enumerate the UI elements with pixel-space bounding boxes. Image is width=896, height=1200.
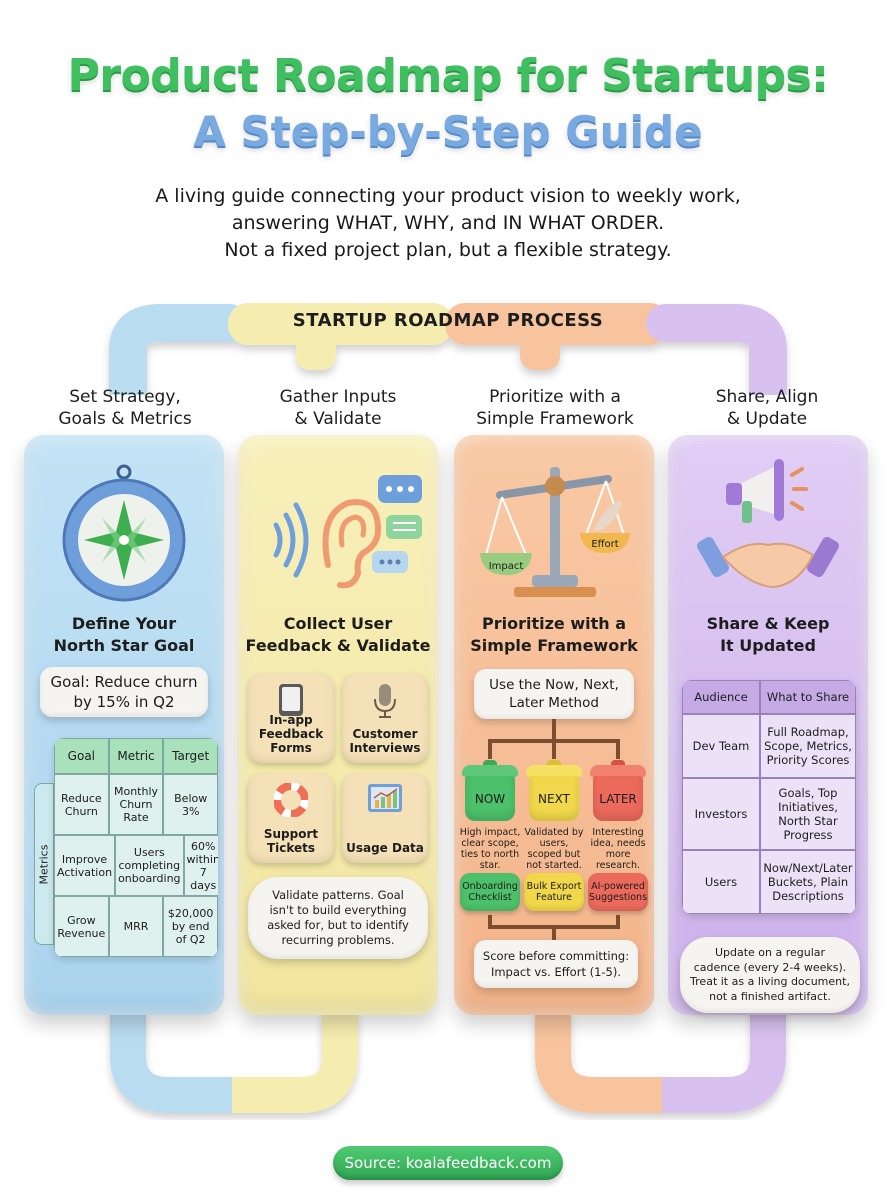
bucket-desc: Interesting idea, needs more research. bbox=[590, 827, 646, 871]
table-header-row: Audience What to Share bbox=[682, 680, 856, 714]
table-row: Improve Activation Users completing onbo… bbox=[54, 835, 218, 896]
tile-usage-data: Usage Data bbox=[342, 773, 428, 863]
tree-connector bbox=[488, 719, 620, 759]
share-table: Audience What to Share Dev Team Full Roa… bbox=[682, 680, 856, 914]
example-chip-now: Onboarding Checklist bbox=[460, 873, 520, 911]
compass-icon bbox=[62, 464, 186, 602]
balance-scale-icon: Impact Effort bbox=[480, 467, 630, 597]
subtitle-line: answering WHAT, WHY, and IN WHAT ORDER. bbox=[231, 212, 665, 234]
example-chip-next: Bulk Export Feature bbox=[524, 873, 584, 911]
title-line-2: A Step-by-Step Guide bbox=[193, 107, 703, 156]
bucket-later: LATER bbox=[590, 760, 646, 821]
table-row: Grow Revenue MRR $20,000 by end of Q2 bbox=[54, 896, 218, 957]
subtitle-line: A living guide connecting your product v… bbox=[155, 185, 741, 207]
column-heading-strategy: Set Strategy,Goals & Metrics bbox=[58, 387, 192, 429]
ear-listening-icon bbox=[273, 475, 422, 589]
tile-support-tickets: Support Tickets bbox=[248, 773, 334, 863]
method-bubble: Use the Now, Next,Later Method bbox=[474, 669, 634, 719]
column-heading-share: Share, Align& Update bbox=[715, 387, 819, 429]
example-chip-later: AI-powered Suggestions bbox=[588, 873, 648, 911]
bar-chart-icon bbox=[368, 784, 402, 812]
tile-customer-interviews: Customer Interviews bbox=[342, 673, 428, 763]
svg-text:Effort: Effort bbox=[591, 539, 618, 550]
table-row: Reduce Churn Monthly Churn Rate Below 3% bbox=[54, 774, 218, 835]
bucket-now: NOW bbox=[462, 760, 518, 821]
table-row: Users Now/Next/Later Buckets, Plain Desc… bbox=[682, 850, 856, 914]
table-header-row: Goal Metric Target bbox=[54, 738, 218, 774]
process-label: STARTUP ROADMAP PROCESS bbox=[292, 310, 604, 331]
bucket-desc: High impact, clear scope, ties to north … bbox=[459, 827, 521, 871]
microphone-icon bbox=[374, 684, 396, 718]
metrics-side-label: Metrics bbox=[34, 783, 54, 945]
table-row: Dev Team Full Roadmap, Scope, Metrics, P… bbox=[682, 714, 856, 778]
megaphone-handshake-icon bbox=[697, 459, 839, 589]
column-heading-inputs: Gather Inputs& Validate bbox=[279, 387, 397, 429]
tile-in-app-feedback: In-app Feedback Forms bbox=[248, 673, 334, 763]
source-badge[interactable]: Source: koalafeedback.com bbox=[333, 1146, 563, 1180]
bucket-next: NEXT bbox=[526, 760, 582, 821]
bracket-connector bbox=[488, 915, 620, 941]
metrics-table: Goal Metric Target Reduce Churn Monthly … bbox=[54, 738, 218, 957]
top-pipe bbox=[109, 303, 787, 395]
bottom-pipes bbox=[110, 1010, 786, 1113]
svg-text:Impact: Impact bbox=[489, 561, 524, 572]
title-line-1: Product Roadmap for Startups: bbox=[67, 50, 829, 101]
subtitle-line: Not a fixed project plan, but a flexible… bbox=[224, 239, 672, 261]
subtitle: A living guide connecting your product v… bbox=[0, 183, 896, 264]
tablet-icon bbox=[279, 684, 303, 716]
table-row: Investors Goals, Top Initiatives, North … bbox=[682, 778, 856, 850]
lifebuoy-icon bbox=[274, 783, 308, 817]
bucket-desc: Validated by users, scoped but not start… bbox=[524, 827, 584, 871]
score-note: Score before committing:Impact vs. Effor… bbox=[474, 940, 638, 988]
